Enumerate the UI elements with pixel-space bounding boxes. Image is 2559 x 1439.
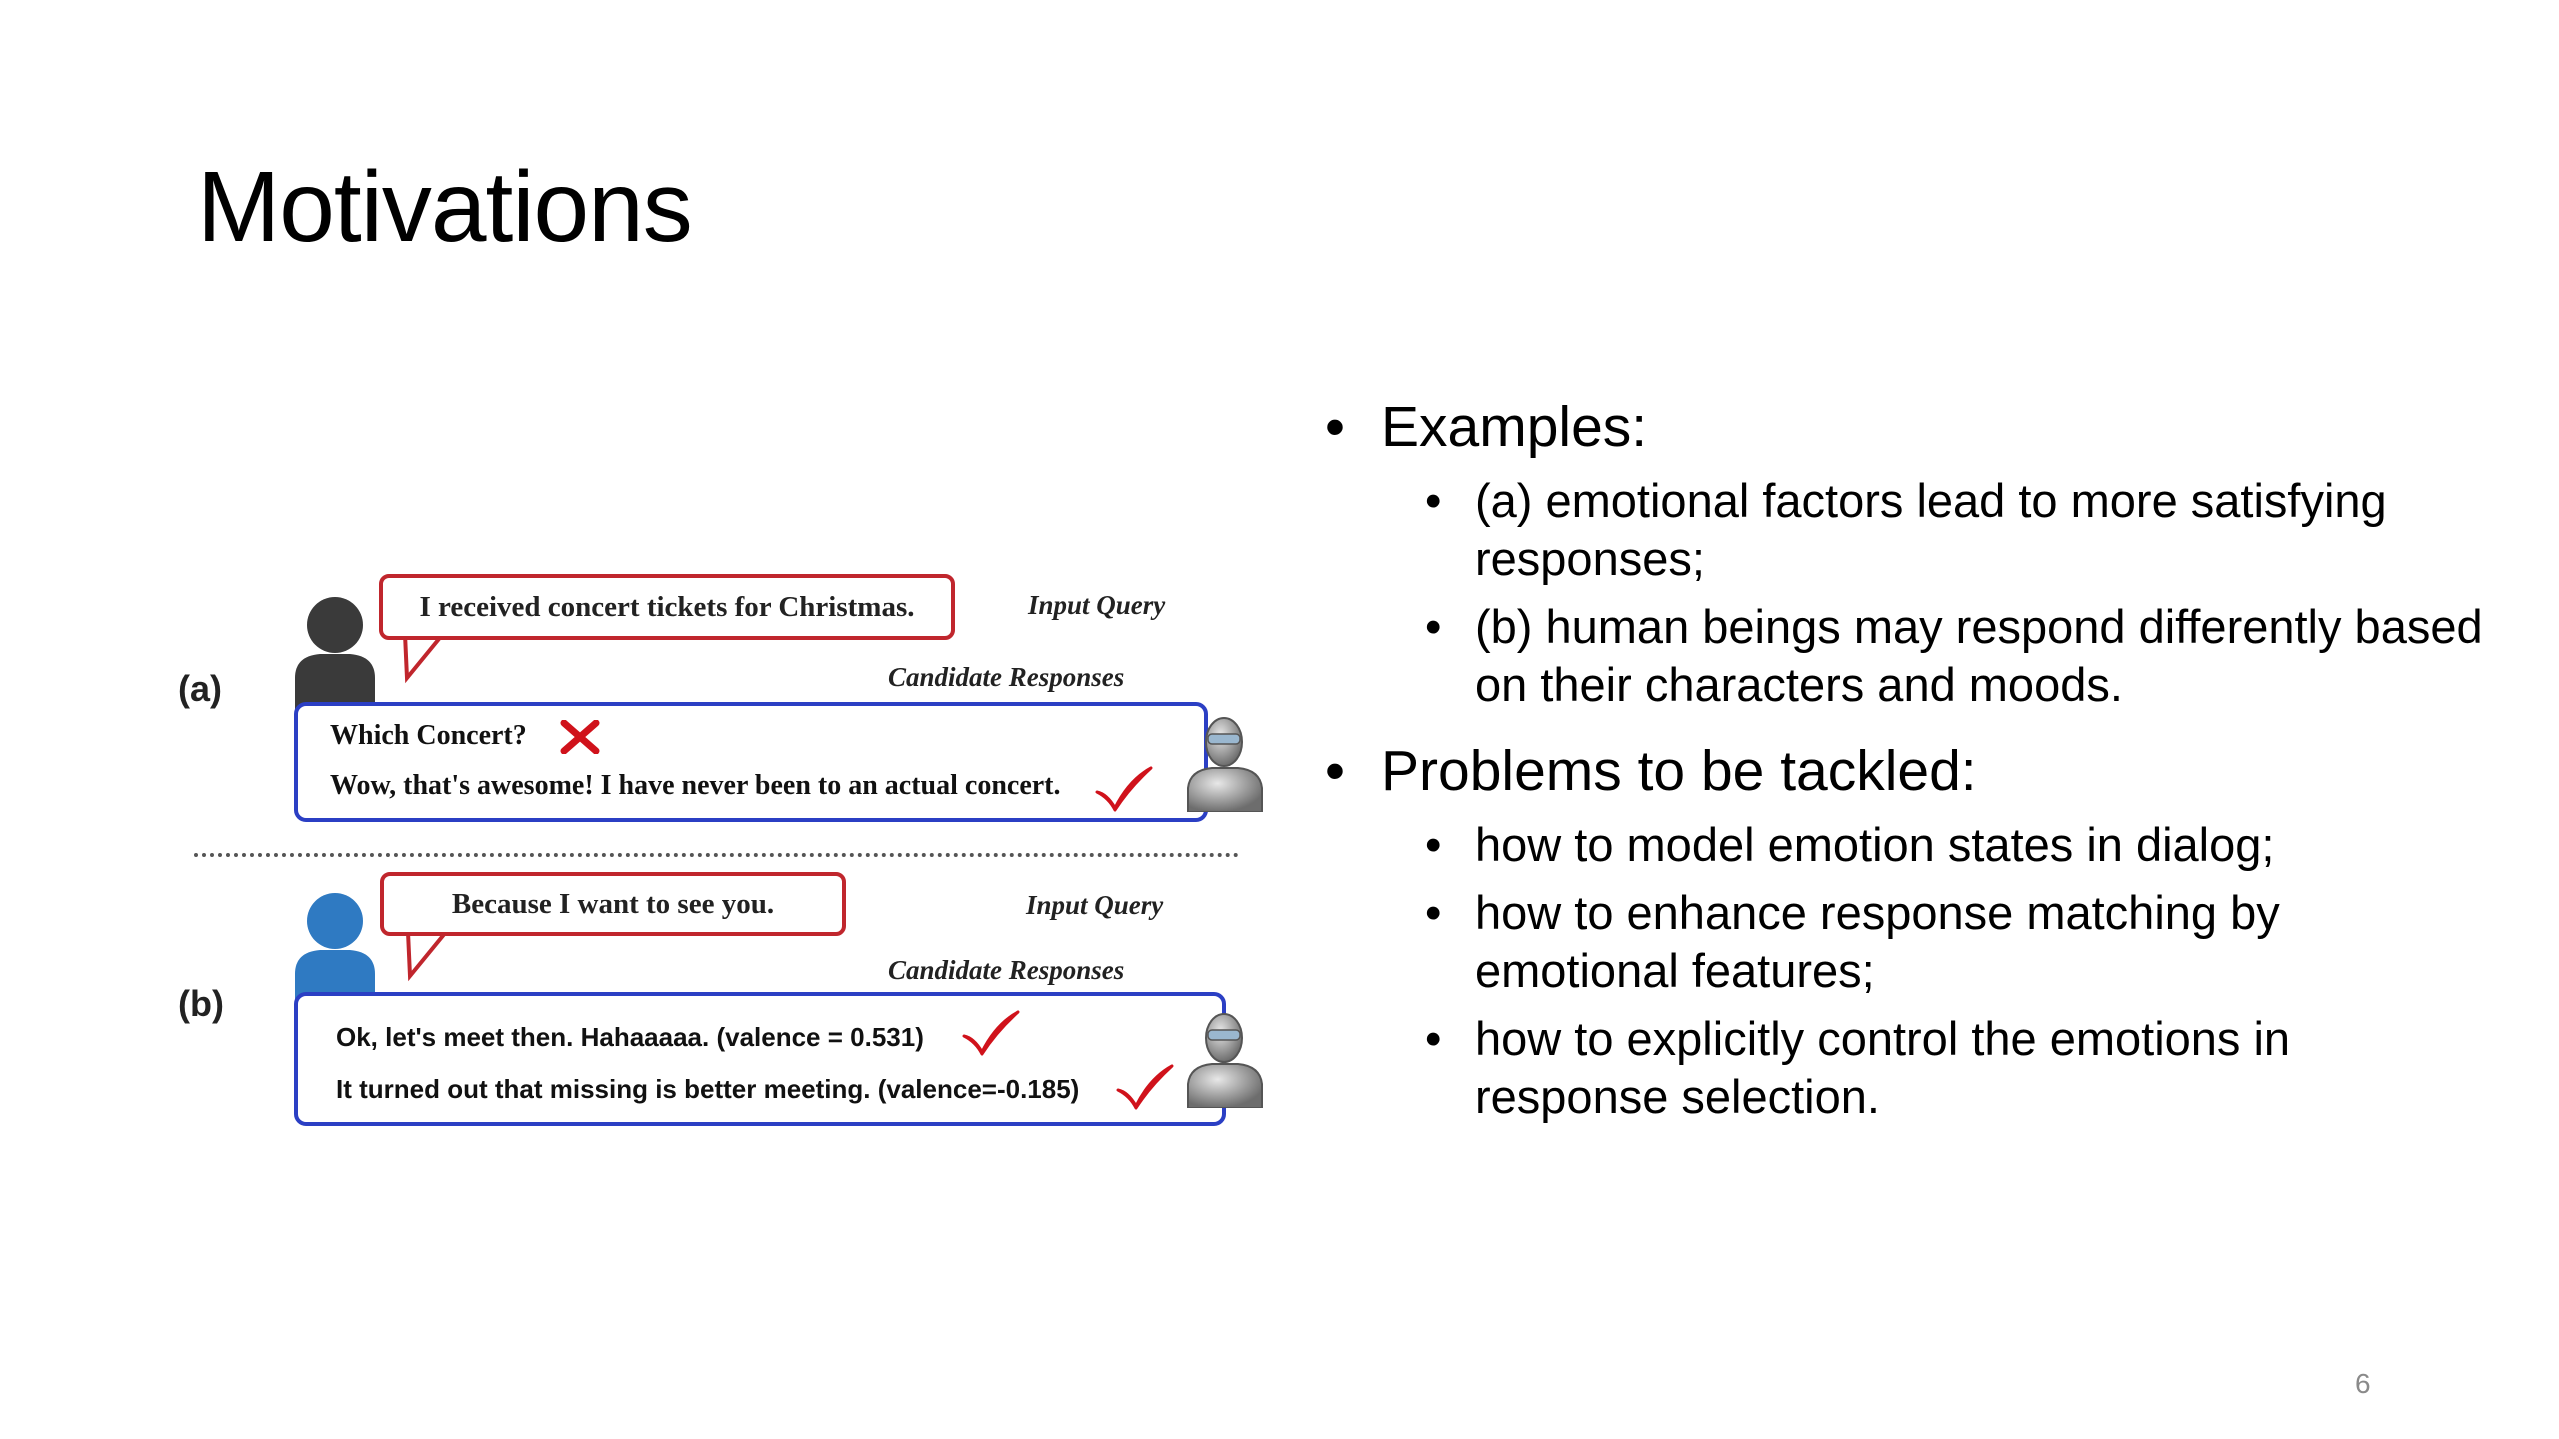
query-text-a: I received concert tickets for Christmas… xyxy=(419,590,915,623)
sub-bullet: •how to enhance response matching by emo… xyxy=(1425,886,2280,997)
robot-icon xyxy=(1187,717,1263,812)
response-box-a: Which Concert? Wow, that's awesome! I ha… xyxy=(294,702,1208,822)
response-a-1: Which Concert? xyxy=(330,720,527,751)
response-b-2: It turned out that missing is better mee… xyxy=(336,1074,1080,1104)
bullet-text: Examples: xyxy=(1381,395,1648,459)
bullet-examples: Examples: xyxy=(1325,392,2485,462)
sub-bullet: •how to explicitly control the emotions … xyxy=(1425,1012,2291,1123)
bullet-list: Examples: •(a) emotional factors lead to… xyxy=(1325,392,2485,1126)
sub-bullet-text: how to enhance response matching by emot… xyxy=(1475,886,2280,997)
robot-icon xyxy=(1187,1013,1263,1108)
bubble-tail xyxy=(406,932,448,982)
bubble-tail xyxy=(403,634,445,684)
candidate-responses-tag-b: Candidate Responses xyxy=(888,955,1125,985)
response-box-b: Ok, let's meet then. Hahaaaaa. (valence … xyxy=(294,992,1226,1126)
slide-title: Motivations xyxy=(197,151,693,263)
cross-icon xyxy=(560,720,600,754)
input-query-tag-a: Input Query xyxy=(1028,590,1166,620)
panel-divider xyxy=(194,853,1239,857)
query-text-b: Because I want to see you. xyxy=(451,887,775,920)
response-b-1: Ok, let's meet then. Hahaaaaa. (valence … xyxy=(336,1022,924,1052)
user-icon xyxy=(295,597,375,710)
sub-bullet: •(b) human beings may respond differentl… xyxy=(1425,600,2483,711)
bullet-text: Problems to be tackled: xyxy=(1381,739,1977,803)
check-icon xyxy=(1116,1064,1174,1110)
panel-a-label: (a) xyxy=(178,668,222,709)
panel-b-label: (b) xyxy=(178,983,224,1024)
figure-dialog-examples: (a) I received concert tickets for Chris… xyxy=(170,560,1280,1140)
query-bubble-a: I received concert tickets for Christmas… xyxy=(379,574,955,640)
sub-bullet: •how to model emotion states in dialog; xyxy=(1425,818,2275,871)
candidate-responses-tag-a: Candidate Responses xyxy=(888,662,1125,692)
sub-bullet: •(a) emotional factors lead to more sati… xyxy=(1425,474,2387,585)
sub-bullet-text: how to explicitly control the emotions i… xyxy=(1475,1012,2291,1123)
query-bubble-b: Because I want to see you. xyxy=(380,872,846,936)
check-icon xyxy=(1095,766,1153,812)
page-number: 6 xyxy=(2355,1368,2371,1399)
sub-bullet-text: how to model emotion states in dialog; xyxy=(1475,818,2275,871)
check-icon xyxy=(962,1010,1020,1056)
input-query-tag-b: Input Query xyxy=(1026,890,1164,920)
user-icon xyxy=(295,893,375,1006)
bullet-problems: Problems to be tackled: xyxy=(1325,736,2485,806)
response-a-2: Wow, that's awesome! I have never been t… xyxy=(330,770,1061,801)
sub-bullet-text: (a) emotional factors lead to more satis… xyxy=(1475,474,2387,585)
sub-bullet-text: (b) human beings may respond differently… xyxy=(1475,600,2483,711)
